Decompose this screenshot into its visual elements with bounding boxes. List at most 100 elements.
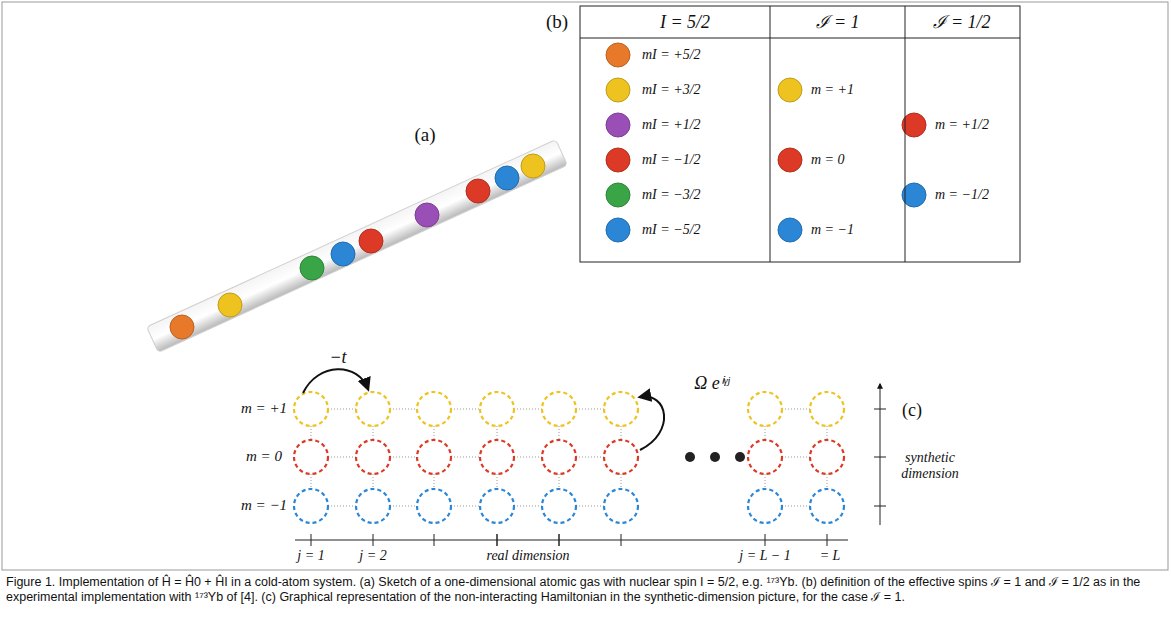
state-label: mI = −5/2 — [642, 222, 701, 238]
axis-tick — [559, 534, 560, 546]
hopping-arrow — [303, 369, 368, 393]
lattice-link — [328, 506, 356, 507]
lattice-link — [390, 409, 417, 410]
atom-ball — [300, 256, 324, 280]
lattice-link — [451, 506, 480, 507]
panel-letter: (a) — [414, 124, 435, 146]
lattice-link — [827, 474, 828, 489]
lattice-link — [782, 409, 810, 410]
lattice-site — [417, 489, 451, 523]
atom-ball — [218, 293, 242, 317]
atom-ball — [778, 78, 802, 102]
lattice-link — [514, 409, 542, 410]
lattice-site — [810, 392, 844, 426]
hopping-label: −t — [329, 347, 346, 368]
raman-arrow — [640, 397, 664, 450]
lattice-link — [576, 409, 604, 410]
state-label: m = 0 — [811, 152, 845, 168]
lattice-link — [765, 474, 766, 489]
lattice-site — [810, 489, 844, 523]
axis-tick — [434, 534, 435, 546]
lattice-site — [604, 392, 638, 426]
atom-ball — [606, 78, 630, 102]
coupling-label: Ω eⁱᵞʲ — [694, 373, 730, 394]
lattice-link — [497, 474, 498, 489]
lattice-site — [294, 489, 328, 523]
lattice-site — [480, 392, 514, 426]
lattice-site — [356, 440, 390, 474]
lattice-link — [782, 506, 810, 507]
lattice-site — [294, 392, 328, 426]
atom-ball — [606, 113, 630, 137]
atom-ball — [606, 43, 630, 67]
lattice-site — [604, 440, 638, 474]
state-label: m = −1/2 — [935, 187, 989, 203]
lattice-link — [514, 506, 542, 507]
atom-ball — [902, 183, 926, 207]
table-rule — [580, 38, 1020, 39]
row-label: m = −1 — [241, 497, 287, 514]
atom-ball — [331, 242, 355, 266]
lattice-link — [514, 457, 542, 458]
lattice-link — [373, 426, 374, 440]
axis-label: = L — [820, 548, 841, 564]
ellipsis-dots — [685, 452, 745, 462]
atom-ball — [902, 113, 926, 137]
axis-tick — [559, 534, 560, 546]
panel-letter: (c) — [902, 400, 922, 421]
lattice-site — [748, 392, 782, 426]
lattice-site — [417, 392, 451, 426]
axis-tick — [311, 534, 312, 546]
lattice-site — [810, 440, 844, 474]
lattice-link — [390, 506, 417, 507]
lattice-link — [328, 457, 356, 458]
lattice-link — [311, 426, 312, 440]
lattice-link — [559, 474, 560, 489]
lattice-site — [480, 489, 514, 523]
state-label: mI = +5/2 — [642, 47, 701, 63]
axis-tick — [373, 534, 374, 546]
lattice-site — [748, 440, 782, 474]
column-header: I = 5/2 — [660, 12, 710, 33]
lattice-link — [827, 426, 828, 440]
lattice-link — [559, 426, 560, 440]
axis-label: j = 1 — [297, 548, 324, 564]
state-label: m = −1 — [811, 222, 854, 238]
state-label: mI = −3/2 — [642, 187, 701, 203]
state-label: mI = +3/2 — [642, 82, 701, 98]
lattice-site — [542, 440, 576, 474]
lattice-link — [765, 426, 766, 440]
row-label: m = +1 — [241, 400, 287, 417]
lattice-site — [542, 392, 576, 426]
atom-ball — [359, 229, 383, 253]
state-label: m = +1 — [811, 82, 854, 98]
atom-ball — [606, 218, 630, 242]
atom-ball — [495, 166, 519, 190]
axis-label: j = L − 1 — [739, 548, 790, 564]
lattice-site — [480, 440, 514, 474]
state-label: m = +1/2 — [935, 117, 989, 133]
lattice-link — [497, 426, 498, 440]
lattice-link — [782, 457, 810, 458]
lattice-site — [748, 489, 782, 523]
column-header: ℐ = 1 — [816, 12, 859, 33]
atom-ball — [778, 218, 802, 242]
atom-ball — [778, 148, 802, 172]
atom-ball — [170, 315, 194, 339]
table-rule — [770, 6, 771, 262]
atom-ball — [415, 203, 439, 227]
axis-label: synthetic dimension — [890, 450, 970, 482]
atom-ball — [606, 183, 630, 207]
table-frame — [580, 6, 1020, 262]
axis-tick — [497, 534, 498, 546]
axis-label: j = 2 — [359, 548, 386, 564]
atom-ball — [606, 148, 630, 172]
lattice-site — [356, 392, 390, 426]
axis-tick — [621, 534, 622, 546]
figure-frame — [2, 2, 1168, 570]
column-header: ℐ = 1/2 — [933, 12, 990, 33]
atom-ball — [521, 154, 545, 178]
lattice-site — [356, 489, 390, 523]
lattice-site — [604, 489, 638, 523]
atom-ball — [466, 179, 490, 203]
